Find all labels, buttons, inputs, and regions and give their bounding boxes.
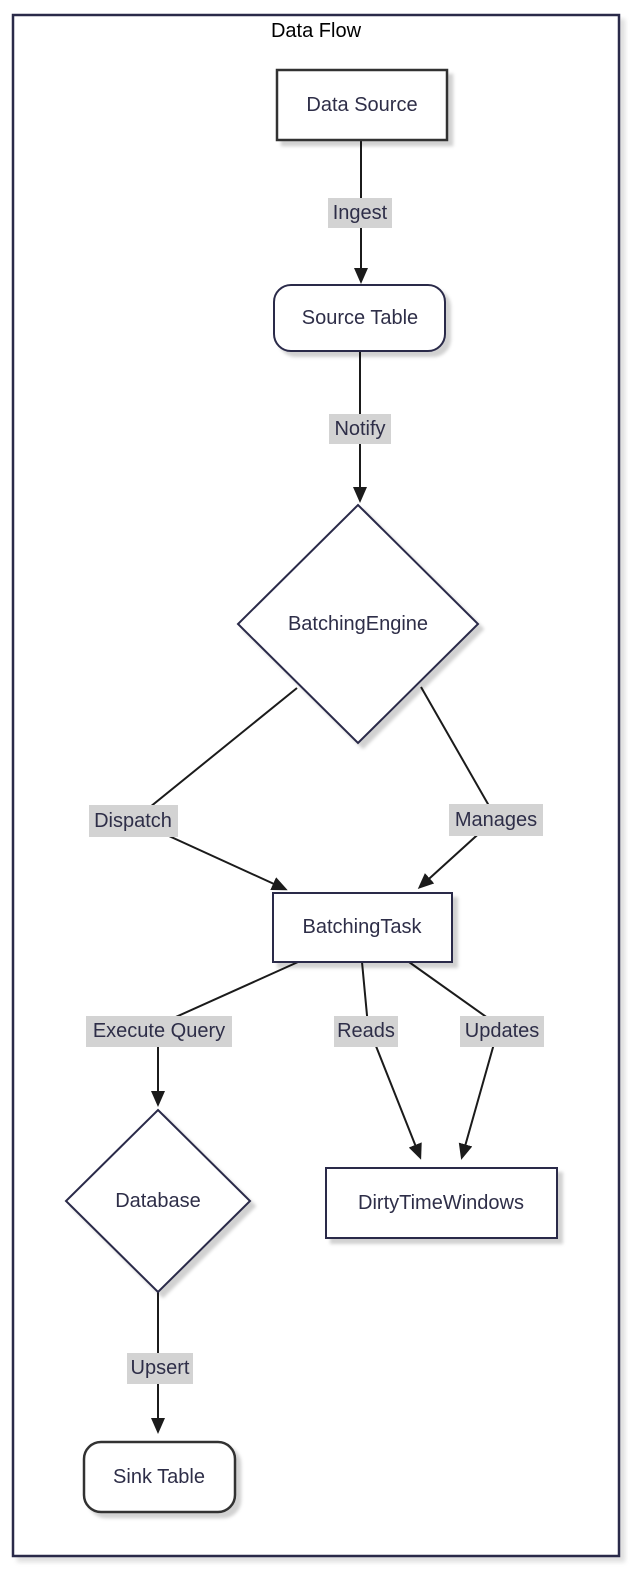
edge-label-ingest: Ingest — [328, 198, 392, 228]
sink-table-label: Sink Table — [113, 1466, 205, 1488]
edge-label-ingest-bg — [328, 198, 392, 228]
edge-label-notify: Notify — [329, 414, 391, 444]
node-batching-task: BatchingTask — [272, 892, 453, 963]
edge-label-notify-text: Notify — [334, 418, 385, 440]
edge-label-execute-query-bg — [86, 1016, 232, 1047]
edge-label-updates-bg — [460, 1016, 544, 1047]
batching-engine-diamond — [236, 503, 480, 745]
edge-label-upsert: Upsert — [127, 1353, 193, 1384]
edge-label-updates: Updates — [460, 1016, 544, 1047]
edge-label-dispatch-text: Dispatch — [94, 810, 172, 832]
edge-label-manages-bg — [449, 804, 543, 836]
source-table-label: Source Table — [302, 307, 418, 329]
edge-label-ingest-text: Ingest — [333, 202, 388, 224]
database-label: Database — [115, 1190, 201, 1212]
node-dirty-time-windows: DirtyTimeWindows — [325, 1167, 558, 1239]
node-data-source: Data Source — [275, 68, 449, 142]
batching-engine-label: BatchingEngine — [288, 613, 428, 635]
edge-label-upsert-bg — [127, 1353, 193, 1384]
data-source-label: Data Source — [306, 94, 417, 116]
edge-label-execute-query: Execute Query — [86, 1016, 232, 1047]
diagram-title: Data Flow — [271, 20, 362, 42]
dirty-time-windows-box — [325, 1167, 558, 1239]
edge-label-manages: Manages — [449, 804, 543, 836]
edge-label-dispatch: Dispatch — [89, 805, 178, 837]
data-source-box — [275, 68, 449, 142]
batching-task-box — [272, 892, 453, 963]
edge-label-notify-bg — [329, 414, 391, 444]
edge-label-manages-text: Manages — [455, 809, 537, 831]
dirty-time-windows-label: DirtyTimeWindows — [358, 1192, 524, 1214]
node-batching-engine: BatchingEngine — [236, 503, 480, 745]
node-source-table: Source Table — [273, 284, 446, 352]
edge-label-reads-bg — [334, 1016, 398, 1047]
edge-label-execute-query-text: Execute Query — [93, 1020, 225, 1042]
edge-labels: Ingest Notify Dispatch Manages Execute Q… — [86, 198, 544, 1384]
edge-label-dispatch-bg — [89, 805, 178, 837]
edge-label-reads-text: Reads — [337, 1020, 395, 1042]
node-database: Database — [64, 1108, 252, 1294]
sink-table-box — [82, 1440, 237, 1514]
nodes: Data Source Source Table BatchingEngine … — [64, 68, 558, 1514]
edge-label-upsert-text: Upsert — [131, 1357, 190, 1379]
edge-label-reads: Reads — [334, 1016, 398, 1047]
diagram-border — [11, 13, 621, 1558]
edge-label-updates-text: Updates — [465, 1020, 540, 1042]
database-diamond — [64, 1108, 252, 1294]
node-sink-table: Sink Table — [82, 1440, 237, 1514]
source-table-box — [273, 284, 446, 352]
batching-task-label: BatchingTask — [303, 916, 423, 938]
